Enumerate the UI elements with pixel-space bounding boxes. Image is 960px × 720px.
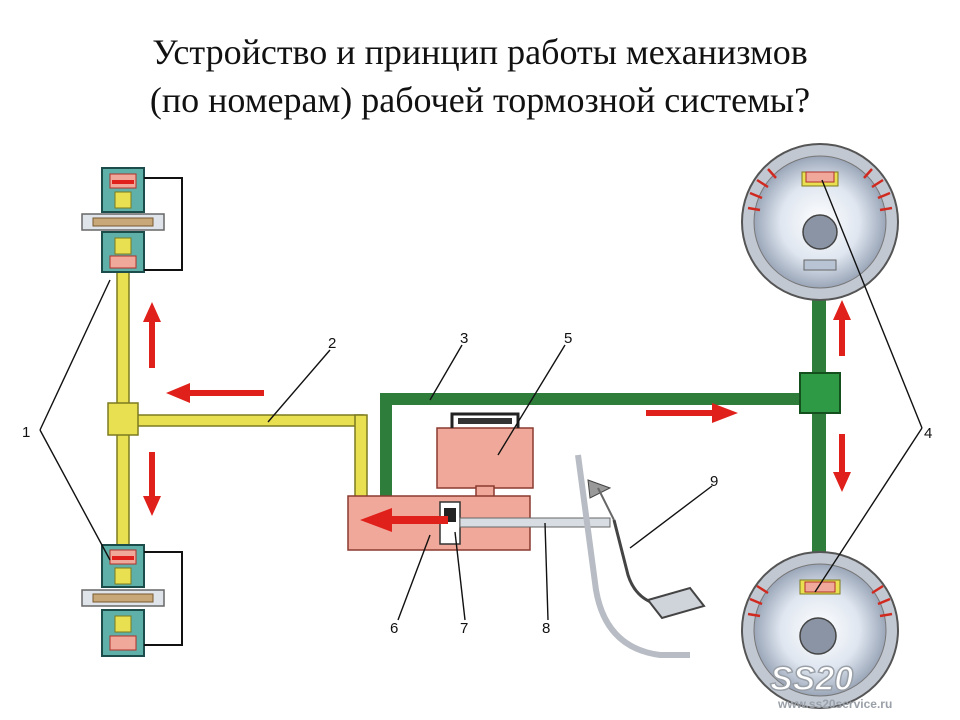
front-tee-block: [107, 402, 139, 436]
front-bottom-caliper: [81, 544, 183, 657]
leader-lines: [39, 179, 923, 621]
arrow-up-rear: [833, 300, 851, 356]
arrow-right-rear-line: [646, 403, 738, 423]
label-1: 1: [22, 424, 30, 441]
rear-top-drum: [741, 143, 899, 301]
part-number-labels: 1 2 3 4 5 6 7 8 9: [22, 330, 932, 637]
arrow-down-rear: [833, 434, 851, 492]
brake-pedal-assembly: [575, 454, 706, 658]
label-9: 9: [710, 473, 718, 490]
slide-title: Устройство и принцип работы механизмов (…: [0, 28, 960, 124]
arrow-left-front-line: [166, 383, 264, 403]
label-2: 2: [328, 335, 336, 352]
rear-bottom-drum: [741, 551, 899, 709]
arrow-master-cylinder: [360, 508, 448, 532]
arrow-up-front: [143, 302, 161, 368]
label-7: 7: [460, 620, 468, 637]
watermark: SS20 www.ss20service.ru: [769, 659, 892, 711]
label-8: 8: [542, 620, 550, 637]
rear-tee-block: [799, 372, 841, 414]
brake-fluid-reservoir: [436, 412, 534, 501]
watermark-site: www.ss20service.ru: [777, 697, 892, 711]
flow-arrows: [143, 300, 851, 532]
title-line-2: (по номерам) рабочей тормозной системы?: [149, 80, 811, 120]
pedal-pad: [646, 586, 706, 620]
pushrod: [459, 517, 611, 528]
front-top-caliper: [81, 167, 183, 273]
front-brake-line: [107, 261, 368, 563]
rear-brake-line: [380, 282, 841, 562]
label-5: 5: [564, 330, 572, 347]
arrow-down-front: [143, 452, 161, 516]
label-4: 4: [924, 425, 932, 442]
title-line-1: Устройство и принцип работы механизмов: [152, 32, 808, 72]
watermark-logo: SS20: [770, 660, 853, 698]
label-6: 6: [390, 620, 398, 637]
label-3: 3: [460, 330, 468, 347]
